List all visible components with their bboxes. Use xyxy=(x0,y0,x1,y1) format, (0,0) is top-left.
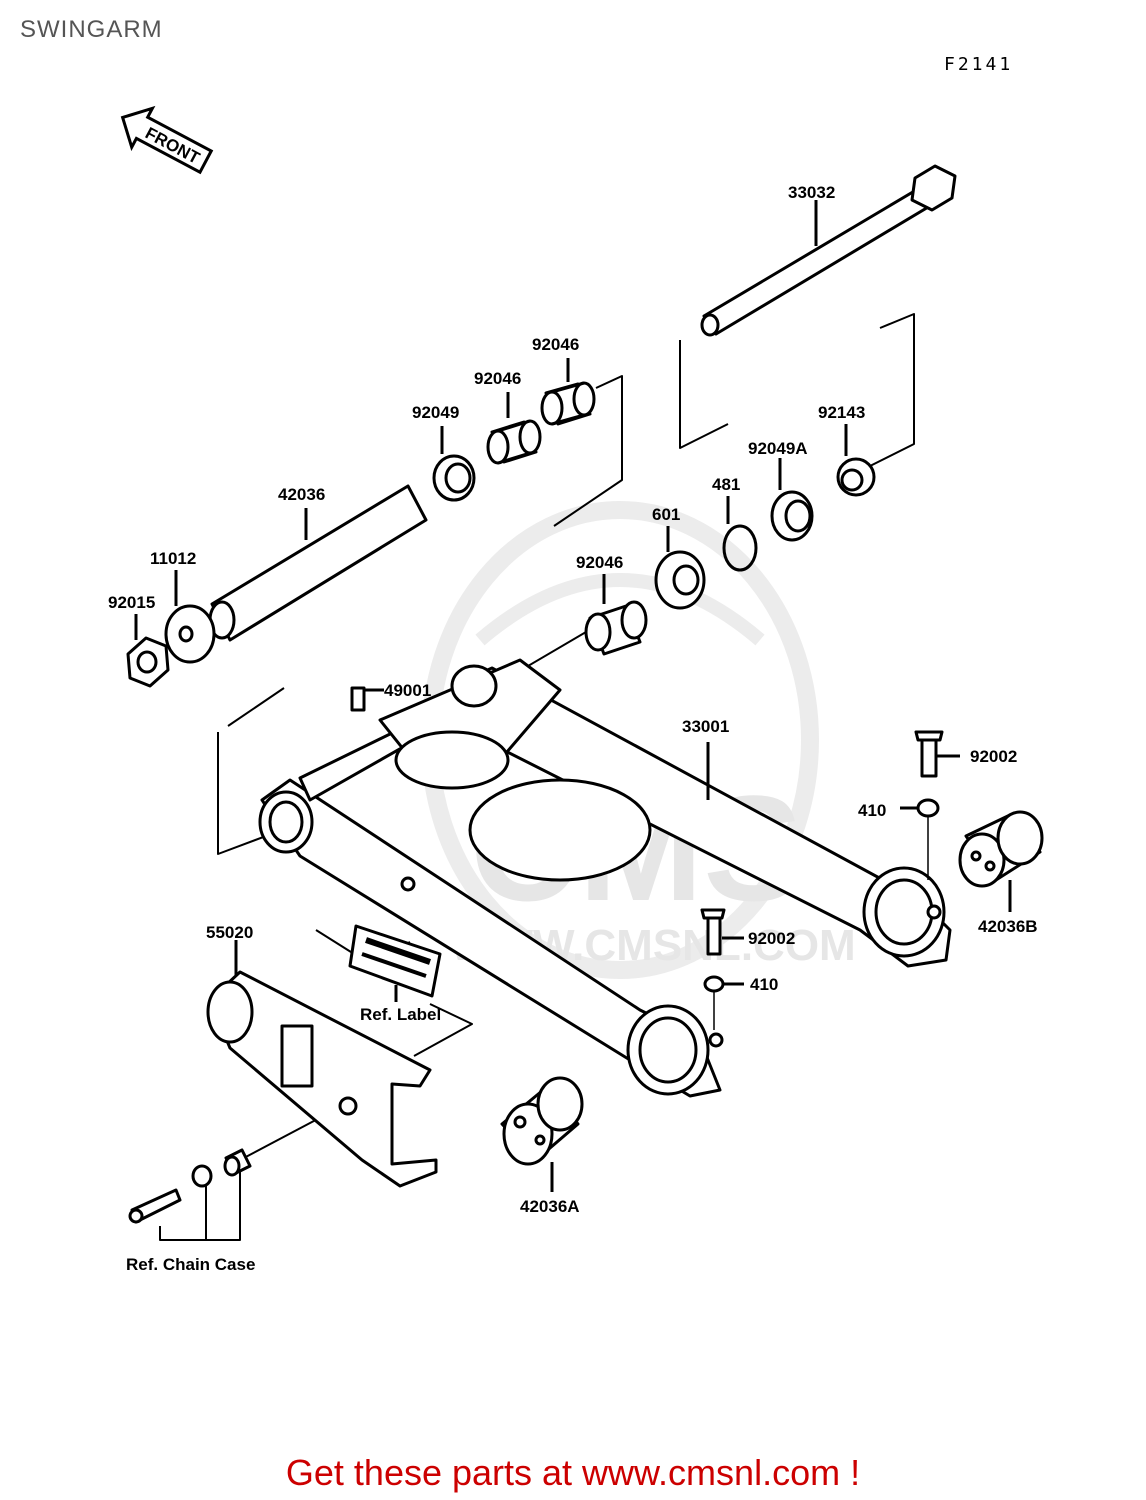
label-92002-a: 92002 xyxy=(970,747,1017,766)
label-92049A: 92049A xyxy=(748,439,808,458)
needle-bearing-92046-a xyxy=(540,358,596,426)
page-title: SWINGARM xyxy=(20,16,163,43)
seal-92049 xyxy=(432,426,476,502)
label-410-a: 410 xyxy=(858,801,886,820)
collar-92143 xyxy=(836,424,876,497)
label-481: 481 xyxy=(712,475,740,494)
bolt-92002-a xyxy=(914,730,960,778)
figure-code: F2141 xyxy=(944,54,1014,75)
label-ref-chain-case: Ref. Chain Case xyxy=(126,1255,255,1274)
label-55020: 55020 xyxy=(206,923,253,942)
label-410-b: 410 xyxy=(750,975,778,994)
label-92046-a: 92046 xyxy=(532,335,579,354)
label-33001: 33001 xyxy=(682,717,729,736)
pivot-shaft-33032 xyxy=(700,164,957,337)
label-92002-b: 92002 xyxy=(748,929,795,948)
label-601: 601 xyxy=(652,505,680,524)
ref-label-plate xyxy=(348,924,442,1002)
damper-42036A xyxy=(500,1076,584,1192)
part-labels: 33032 92046 92046 92049 92143 92049A 481… xyxy=(108,183,1038,1274)
chain-case-55020 xyxy=(206,940,438,1188)
ball-bearing-601 xyxy=(654,526,706,610)
label-92049: 92049 xyxy=(412,403,459,422)
chain-case-collar xyxy=(223,1148,252,1177)
seal-92049A xyxy=(770,458,814,542)
promo-link-text[interactable]: Get these parts at www.cmsnl.com ! xyxy=(285,1452,861,1493)
label-92015: 92015 xyxy=(108,593,155,612)
sleeve-42036 xyxy=(208,484,428,642)
chain-case-bolt xyxy=(128,1188,182,1224)
label-33032: 33032 xyxy=(788,183,835,202)
nut-92015 xyxy=(126,614,170,688)
washer-410-a xyxy=(900,798,940,880)
needle-bearing-92046-b xyxy=(486,392,542,465)
grease-nipple-49001 xyxy=(350,686,384,712)
needle-bearing-92046-c xyxy=(584,574,648,656)
label-42036: 42036 xyxy=(278,485,325,504)
label-ref-label: Ref. Label xyxy=(360,1005,441,1024)
swingarm-33001 xyxy=(258,658,952,1098)
chain-case-washer xyxy=(191,1164,213,1188)
cap-11012 xyxy=(164,570,216,664)
label-42036A: 42036A xyxy=(520,1197,580,1216)
label-92143: 92143 xyxy=(818,403,865,422)
label-11012: 11012 xyxy=(150,549,196,568)
bolt-92002-b xyxy=(700,908,744,956)
washer-410-b xyxy=(703,975,744,1030)
circlip-481 xyxy=(722,496,758,572)
front-arrow-icon: FRONT xyxy=(120,105,214,175)
damper-42036B xyxy=(958,810,1044,912)
label-92046-c: 92046 xyxy=(576,553,623,572)
label-42036B: 42036B xyxy=(978,917,1038,936)
label-49001: 49001 xyxy=(384,681,431,700)
label-92046-b: 92046 xyxy=(474,369,521,388)
